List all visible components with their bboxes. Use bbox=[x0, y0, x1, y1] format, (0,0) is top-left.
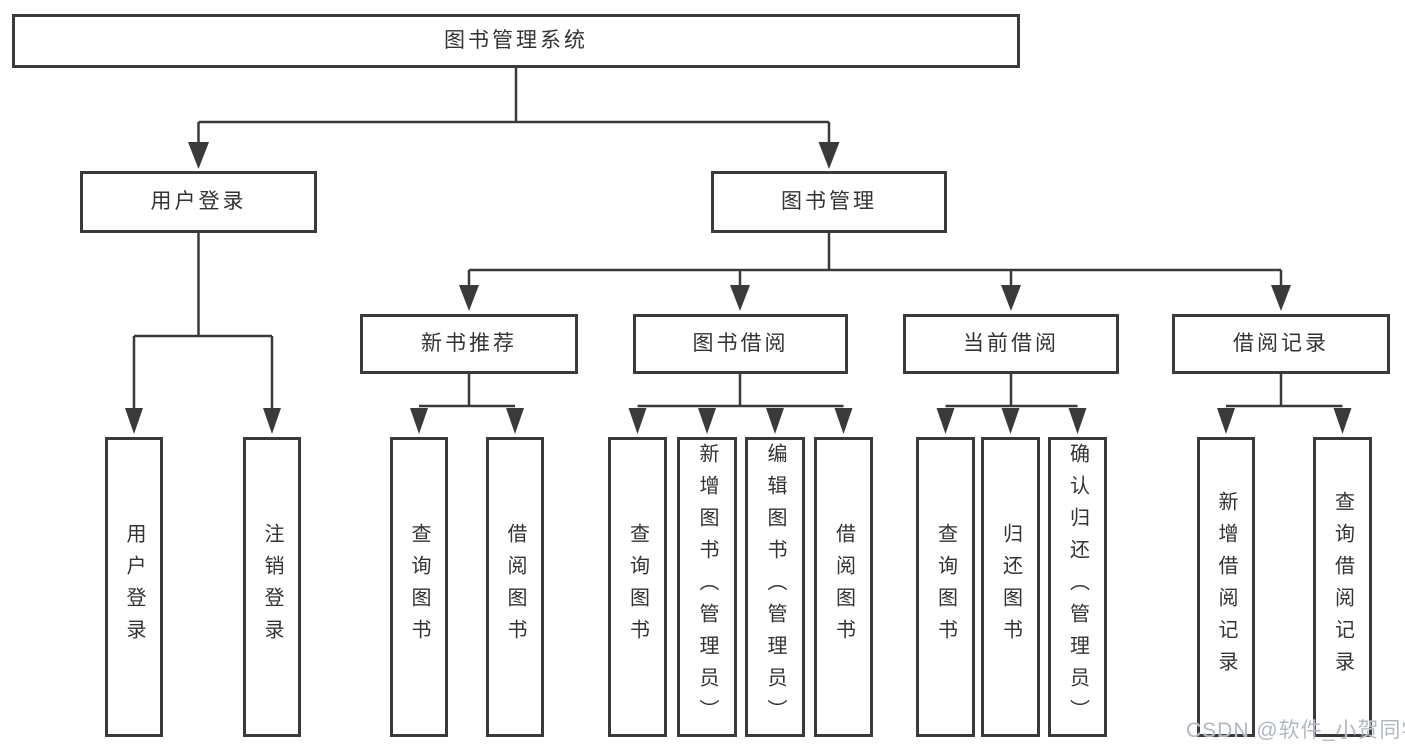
leaf-br-query-record-label: 查询借阅记录 bbox=[1331, 491, 1354, 683]
leaf-logout-login-label: 注销登录 bbox=[261, 523, 283, 651]
node-new-book-recommend-label: 新书推荐 bbox=[421, 332, 517, 356]
leaf-logout-login: 注销登录 bbox=[243, 437, 301, 737]
leaf-bb-add-books-admin: 新增图书（管理员） bbox=[677, 437, 737, 737]
arrowheads bbox=[125, 142, 1352, 434]
node-book-management-label: 图书管理 bbox=[781, 190, 877, 214]
leaf-cb-query-books: 查询图书 bbox=[916, 437, 975, 737]
leaf-nb-query-books: 查询图书 bbox=[390, 437, 448, 737]
node-user-login: 用户登录 bbox=[80, 171, 317, 233]
leaf-cb-confirm-return-admin: 确认归还（管理员） bbox=[1048, 437, 1107, 737]
node-borrowing-records-label: 借阅记录 bbox=[1233, 332, 1329, 356]
node-book-borrowing: 图书借阅 bbox=[633, 314, 848, 374]
node-root-label: 图书管理系统 bbox=[444, 29, 588, 53]
node-root: 图书管理系统 bbox=[12, 14, 1020, 68]
leaf-bb-edit-books-admin: 编辑图书（管理员） bbox=[745, 437, 805, 737]
leaf-bb-add-books-admin-label: 新增图书（管理员） bbox=[696, 443, 718, 731]
leaf-bb-borrow-books: 借阅图书 bbox=[814, 437, 873, 737]
node-user-login-label: 用户登录 bbox=[150, 190, 247, 214]
leaf-cb-confirm-return-admin-label: 确认归还（管理员） bbox=[1066, 443, 1089, 731]
leaf-cb-query-books-label: 查询图书 bbox=[934, 523, 957, 651]
leaf-bb-borrow-books-label: 借阅图书 bbox=[832, 523, 855, 651]
leaf-bb-query-books-label: 查询图书 bbox=[626, 523, 649, 651]
watermark-text: CSDN @软件_小贺同学 bbox=[1186, 719, 1405, 742]
node-book-management: 图书管理 bbox=[711, 171, 947, 233]
node-new-book-recommend: 新书推荐 bbox=[360, 314, 578, 374]
node-current-borrowing-label: 当前借阅 bbox=[963, 332, 1059, 356]
leaf-nb-query-books-label: 查询图书 bbox=[408, 523, 430, 651]
leaf-nb-borrow-books: 借阅图书 bbox=[486, 437, 544, 737]
leaf-cb-return-books: 归还图书 bbox=[981, 437, 1040, 737]
leaf-br-query-record: 查询借阅记录 bbox=[1313, 437, 1372, 737]
leaf-bb-edit-books-admin-label: 编辑图书（管理员） bbox=[764, 443, 786, 731]
leaf-nb-borrow-books-label: 借阅图书 bbox=[504, 523, 526, 651]
leaf-user-login: 用户登录 bbox=[105, 437, 163, 737]
leaf-br-add-record-label: 新增借阅记录 bbox=[1215, 491, 1237, 683]
node-borrowing-records: 借阅记录 bbox=[1172, 314, 1390, 374]
leaf-br-add-record: 新增借阅记录 bbox=[1197, 437, 1255, 737]
leaf-bb-query-books: 查询图书 bbox=[608, 437, 667, 737]
leaf-cb-return-books-label: 归还图书 bbox=[999, 523, 1022, 651]
leaf-user-login-label: 用户登录 bbox=[123, 523, 145, 651]
node-book-borrowing-label: 图书借阅 bbox=[692, 332, 789, 356]
node-current-borrowing: 当前借阅 bbox=[903, 314, 1119, 374]
